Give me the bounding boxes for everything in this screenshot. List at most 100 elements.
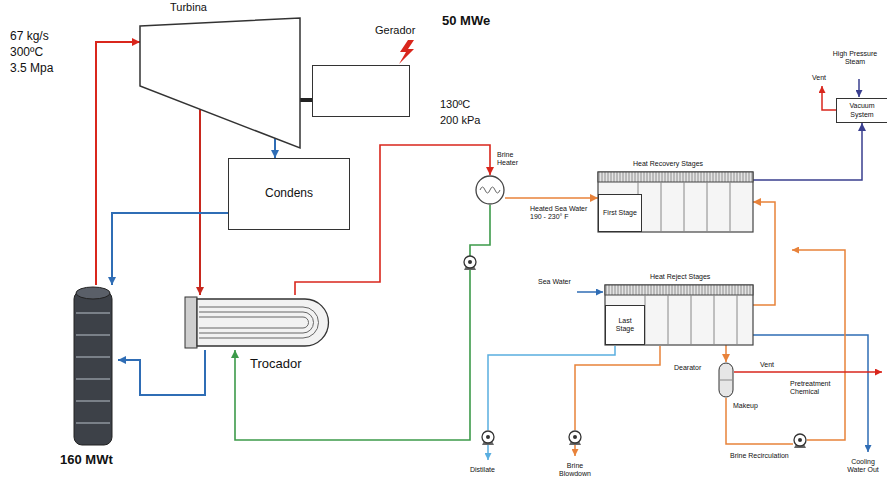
plant-label: High Pressure Steam (828, 50, 882, 66)
node-label: Brine Heater (497, 151, 525, 167)
plant-label: 67 kg/s (10, 30, 49, 44)
plant-label: Vent (760, 361, 774, 369)
node-label: First Stage (602, 208, 638, 218)
stage-block-part (598, 172, 753, 182)
turbine-outline (140, 18, 300, 148)
node-label: Turbina (170, 1, 207, 14)
stage-block-part (684, 182, 685, 232)
plant-label: Vent (812, 74, 826, 82)
node-label: Dearator (674, 364, 701, 372)
recirculation-line (726, 250, 845, 444)
reactor-vessel-part (76, 400, 110, 402)
pipe-connector (199, 109, 201, 295)
stage-block-part (598, 172, 753, 232)
brine-heater-part (476, 176, 504, 204)
dearator-vessel-part (720, 380, 732, 381)
reactor-vessel-part (76, 287, 110, 299)
stage-block-part (707, 182, 708, 232)
cooling-water-line (753, 335, 868, 452)
heat-exchanger: Trocador (185, 295, 330, 350)
heat-exchanger-part (197, 299, 329, 346)
stage-block-part (714, 295, 715, 345)
heat-exchanger-part (185, 297, 197, 348)
pipe-connector (96, 42, 140, 285)
stage-block-part (661, 182, 662, 232)
reactor-vessel-part (76, 312, 110, 314)
brine-heater-part (480, 187, 500, 193)
node-label: Gerador (375, 24, 415, 37)
plant-label: Cooling Water Out (842, 458, 884, 474)
brine-heater-outline (475, 175, 505, 205)
node-label: Last Stage (609, 316, 641, 334)
distillate-line (488, 346, 615, 460)
heat-exchanger-part (199, 317, 309, 328)
reactor-vessel: 160 MWt (68, 285, 118, 450)
heat-exchanger-part (199, 307, 319, 338)
reactor-vessel-part (76, 334, 110, 336)
blowdown-line (575, 346, 660, 456)
plant-label: 130ºC (440, 98, 470, 111)
heat-exchanger-outline (185, 295, 330, 350)
reactor-vessel-part (76, 356, 110, 358)
stage-block-part (691, 295, 692, 345)
node-label: Vacuum System (840, 101, 884, 119)
node-label: Heat Recovery Stages (633, 160, 703, 168)
pipe-connector (753, 202, 775, 305)
plant-label: Pretreatment Chemical (790, 380, 836, 396)
stage-box: First Stage (598, 194, 642, 232)
pipe-connector (753, 123, 862, 180)
stage-block-part (605, 285, 753, 345)
heat-exchanger-part (199, 312, 314, 333)
pipe-connector (300, 98, 312, 102)
stage-block-part (605, 285, 753, 295)
reactor-vessel-part (76, 422, 110, 424)
plant-label: 300ºC (10, 46, 43, 60)
dearator-vessel-part (719, 363, 733, 397)
vent-line (822, 86, 836, 110)
brine-heater: Brine Heater (475, 175, 505, 205)
stage-block-part (668, 295, 669, 345)
stage-block: First StageHeat Recovery Stages (598, 172, 753, 232)
dearator-vent-line (734, 371, 882, 373)
plant-label: Heated Sea Water 190 - 230° F (530, 205, 596, 221)
pump-symbol (464, 256, 476, 270)
sea-water-line (577, 291, 603, 293)
stage-block-part (730, 182, 731, 232)
stage-box: Last Stage (605, 305, 645, 345)
node-label: Trocador (250, 357, 302, 372)
turbine-part (140, 18, 300, 148)
vacuum-box: Vacuum System (836, 98, 887, 123)
lightning-bolt (399, 40, 414, 64)
plant-label: Brine Recirculation (730, 452, 789, 460)
plant-label: 3.5 Mpa (10, 62, 53, 76)
generator-box: Gerador (312, 65, 410, 117)
reactor-vessel-part (74, 291, 112, 445)
node-label: 160 MWt (60, 453, 113, 468)
plant-label: Sea Water (538, 278, 571, 286)
pipe-connector (118, 350, 205, 395)
pipe-connector (725, 345, 727, 362)
stage-block: Last StageHeat Reject Stages (605, 285, 753, 345)
plant-label: 50 MWe (442, 14, 490, 29)
plant-label: Brine Blowdown (555, 462, 595, 478)
pump-symbol (482, 431, 494, 445)
dearator-vessel-outline (718, 362, 734, 398)
node-label: Heat Reject Stages (650, 273, 710, 281)
plant-label: Distilate (470, 466, 495, 474)
pump-symbol (569, 431, 581, 445)
reactor-vessel-part (76, 378, 110, 380)
node-label: Condens (264, 186, 314, 202)
condenser-box: Condens (228, 158, 350, 230)
plant-label: Makeup (733, 402, 758, 410)
pipe-connector (505, 197, 598, 199)
reactor-vessel-outline (68, 285, 118, 450)
pump-symbol (794, 434, 806, 448)
dearator-vessel: Dearator (718, 362, 734, 398)
pipe-connector (274, 138, 276, 158)
pipe-connector (112, 213, 228, 285)
